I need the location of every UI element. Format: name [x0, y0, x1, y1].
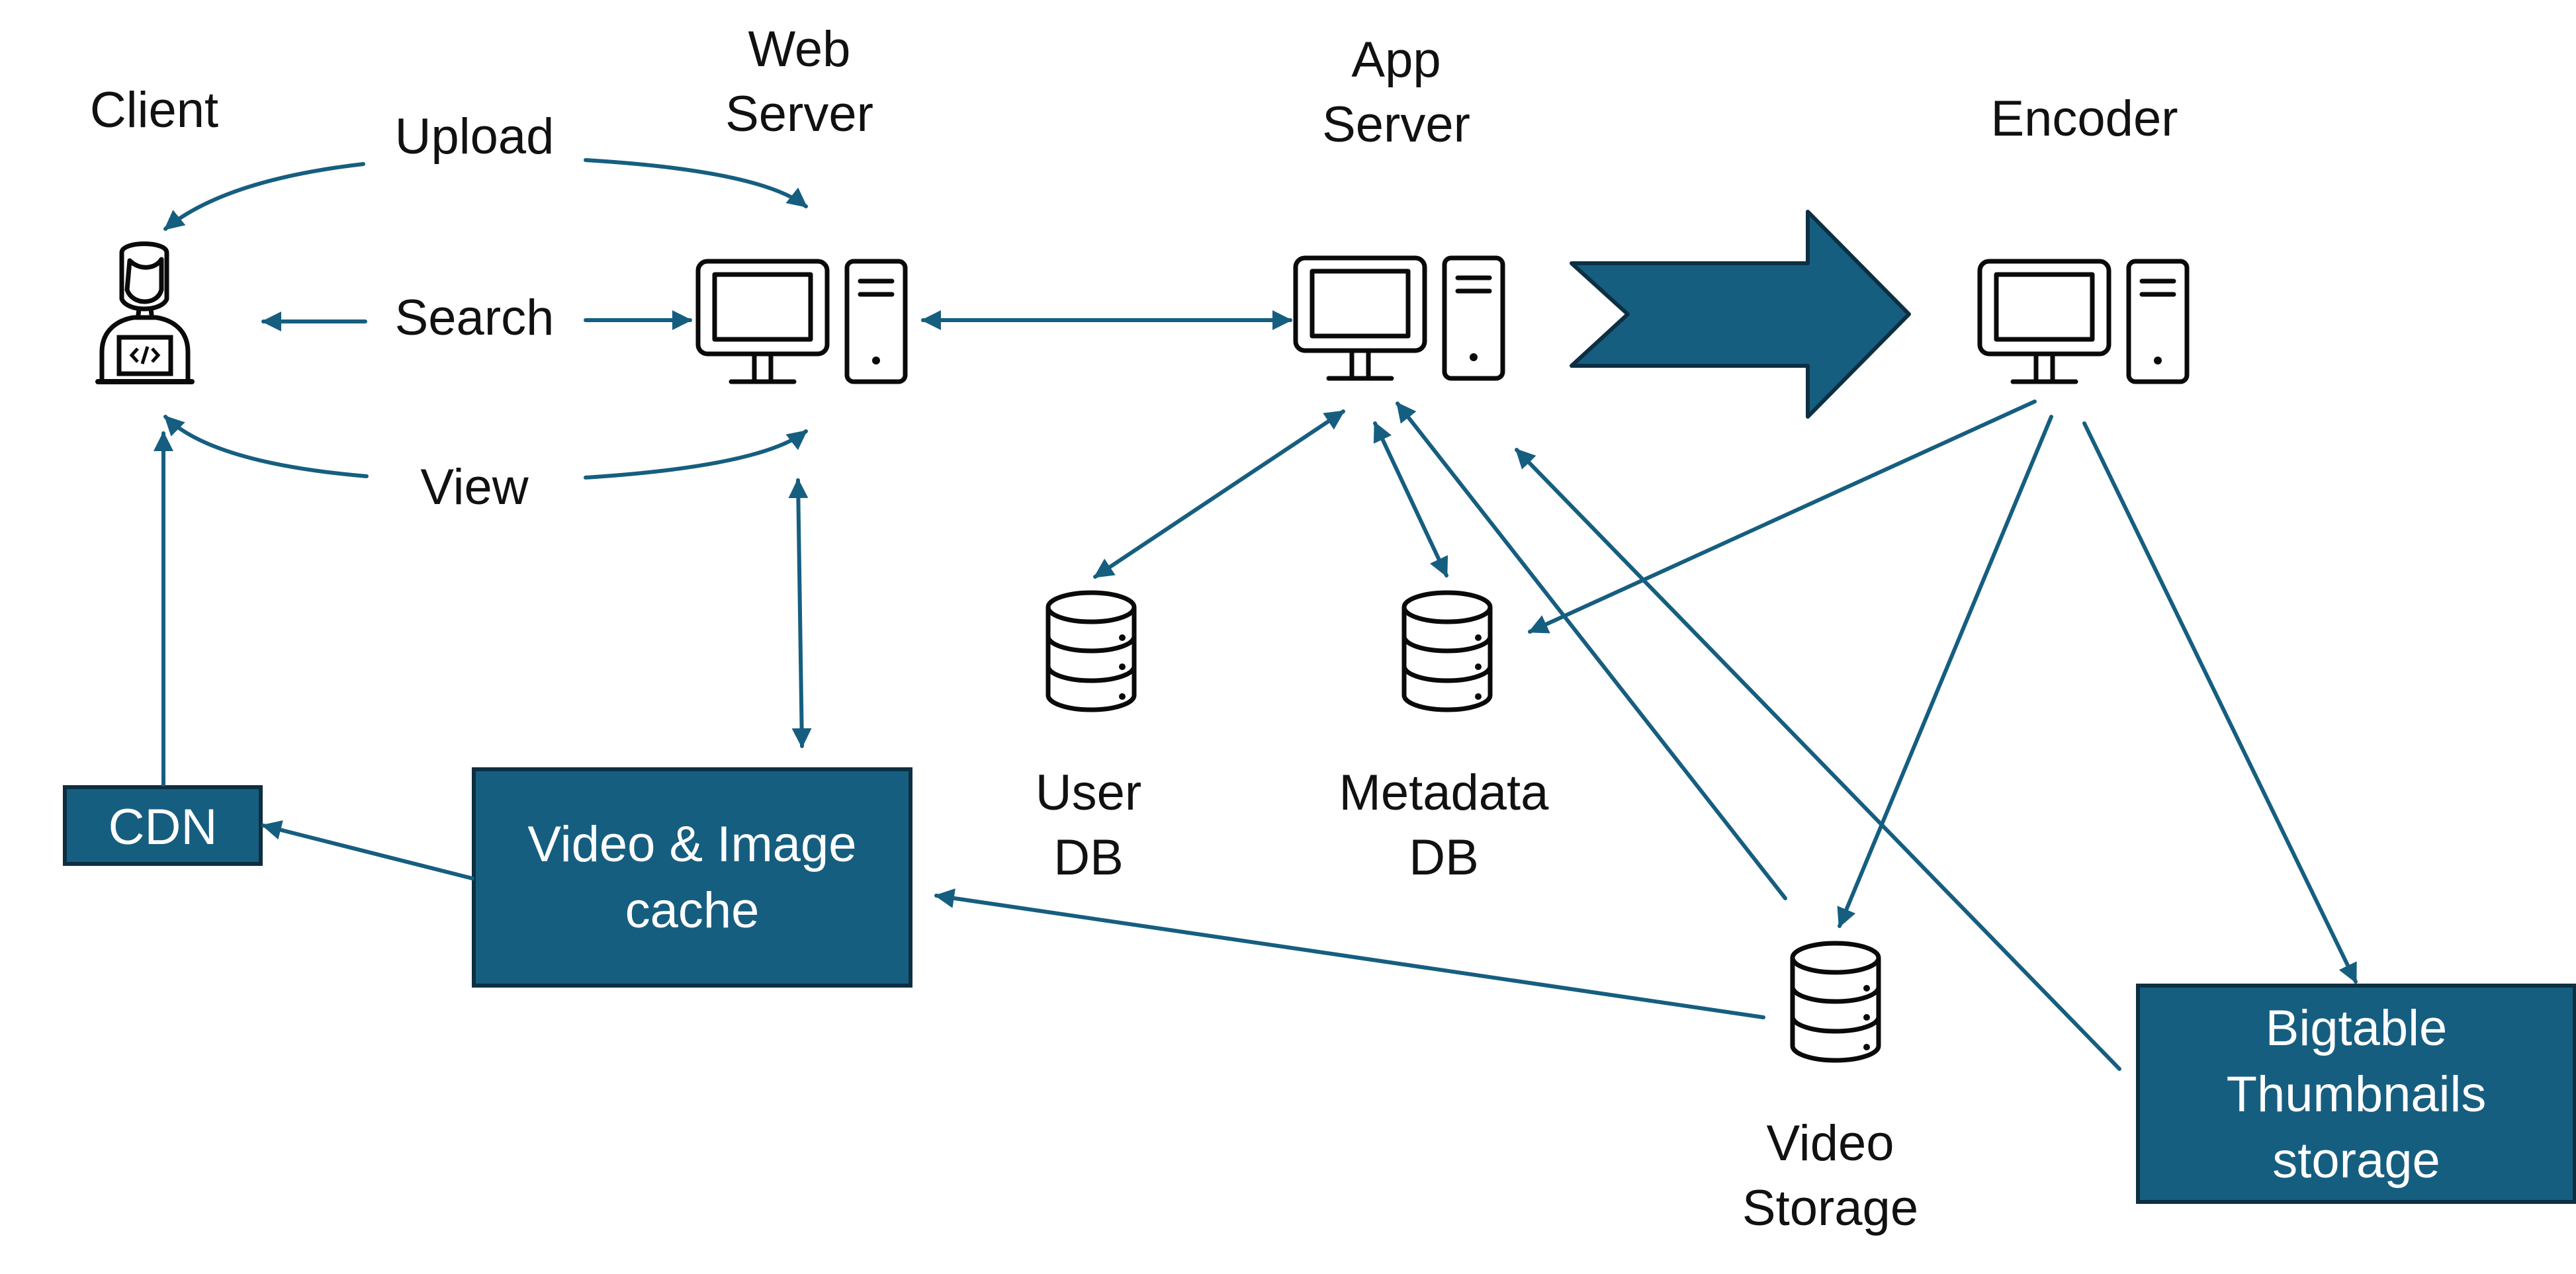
cdn-box: CDN: [63, 785, 263, 866]
cache-box-label-line1: Video & Image: [527, 816, 856, 872]
video-storage-database-icon: [1793, 943, 1879, 1060]
web-server-label-line2: Server: [725, 86, 873, 142]
encoder-computer-icon: [1980, 261, 2187, 382]
client-label: Client: [90, 82, 218, 138]
web-server-cache-arrow: [788, 478, 812, 748]
video-storage-label-line1: Video: [1766, 1115, 1894, 1171]
user-db-database-icon: [1048, 593, 1134, 710]
bigtable-box-label-line1: Bigtable: [2266, 1000, 2448, 1056]
metadata-db-label-line2: DB: [1409, 829, 1479, 886]
web-server-computer-icon: [698, 261, 905, 382]
bigtable-thumbnails-box: Bigtable Thumbnails storage: [2136, 984, 2576, 1204]
view-arrow-to-web-server: [584, 429, 808, 480]
search-label: Search: [395, 290, 555, 346]
app-server-label-line1: App: [1351, 32, 1441, 88]
user-db-label-line2: DB: [1053, 829, 1124, 886]
app-server-label-line2: Server: [1322, 97, 1470, 153]
view-arrow-to-client: [163, 415, 369, 478]
video-storage-label-line2: Storage: [1742, 1180, 1918, 1236]
arrows: [154, 158, 2358, 1071]
bigtable-to-app-server-arrow: [1515, 448, 2121, 1071]
upload-label: Upload: [395, 108, 555, 165]
web-server-label-line1: Web: [748, 21, 851, 77]
large-chevron-arrow-icon: [1570, 210, 1911, 419]
app-server-computer-icon: [1296, 258, 1503, 378]
metadata-db-database-icon: [1404, 593, 1490, 710]
cache-to-cdn-arrow: [261, 820, 474, 880]
app-server-user-db-arrow: [1093, 409, 1345, 579]
encoder-to-video-storage-arrow: [1837, 415, 2053, 928]
bigtable-box-label-line2: Thumbnails: [2227, 1066, 2487, 1123]
encoder-to-bigtable-arrow: [2082, 421, 2358, 984]
developer-person-icon: [95, 241, 195, 384]
encoder-to-metadata-db-arrow: [1528, 400, 2037, 634]
upload-arrow-to-client: [163, 162, 365, 231]
cache-box-label-line2: cache: [625, 882, 760, 939]
metadata-db-label-line1: Metadata: [1339, 765, 1550, 821]
encoder-label: Encoder: [1990, 91, 2178, 147]
view-label: View: [420, 459, 529, 515]
upload-arrow-to-web-server: [584, 158, 808, 208]
app-server-metadata-db-arrow: [1373, 421, 1448, 577]
user-db-label-line1: User: [1036, 765, 1141, 821]
video-storage-to-app-server-arrow: [1396, 402, 1787, 900]
bigtable-box-label-line3: storage: [2272, 1132, 2440, 1189]
video-image-cache-box: Video & Image cache: [472, 767, 912, 988]
cdn-box-label: CDN: [109, 799, 218, 855]
video-storage-to-cache-arrow: [934, 888, 1765, 1019]
